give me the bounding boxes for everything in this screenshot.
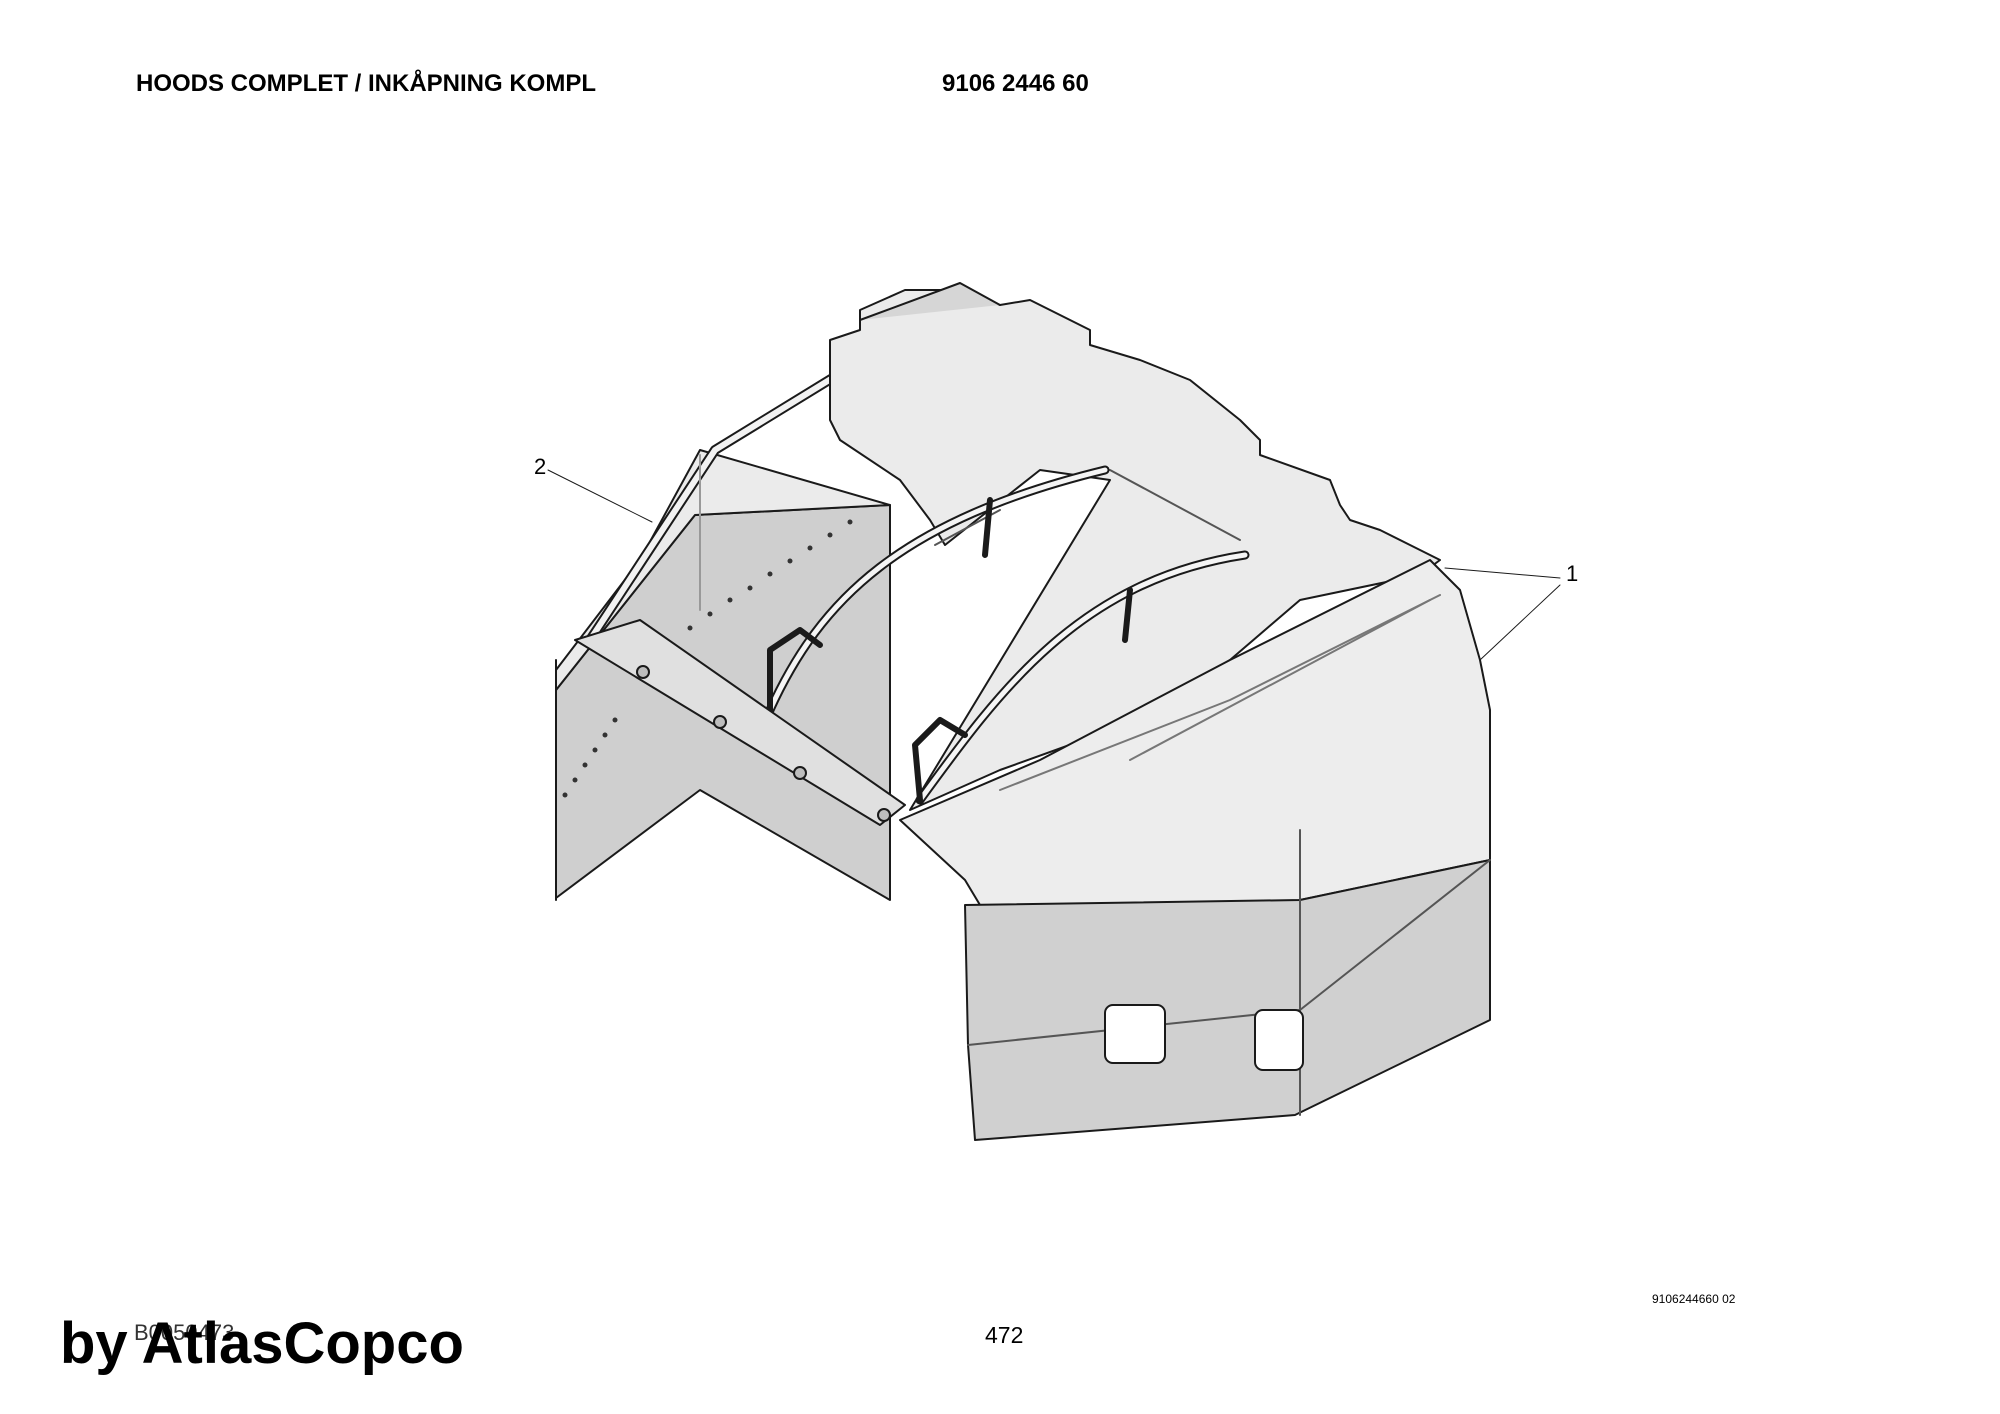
callout-label-1: 1 — [1566, 561, 1579, 586]
document-code: B0050473 — [134, 1320, 235, 1345]
beam-bolts — [636, 665, 891, 822]
part-number: 9106 2446 60 — [942, 70, 1089, 97]
page-title: HOODS COMPLET / INKÅPNING KOMPL — [136, 70, 597, 97]
rivet-dots — [562, 519, 853, 798]
callout-label-2: 2 — [534, 454, 547, 479]
watermark: by AtlasCopco — [60, 1311, 464, 1376]
page-number: 472 — [985, 1322, 1024, 1348]
drawing-reference: 9106244660 02 — [1652, 1292, 1736, 1306]
